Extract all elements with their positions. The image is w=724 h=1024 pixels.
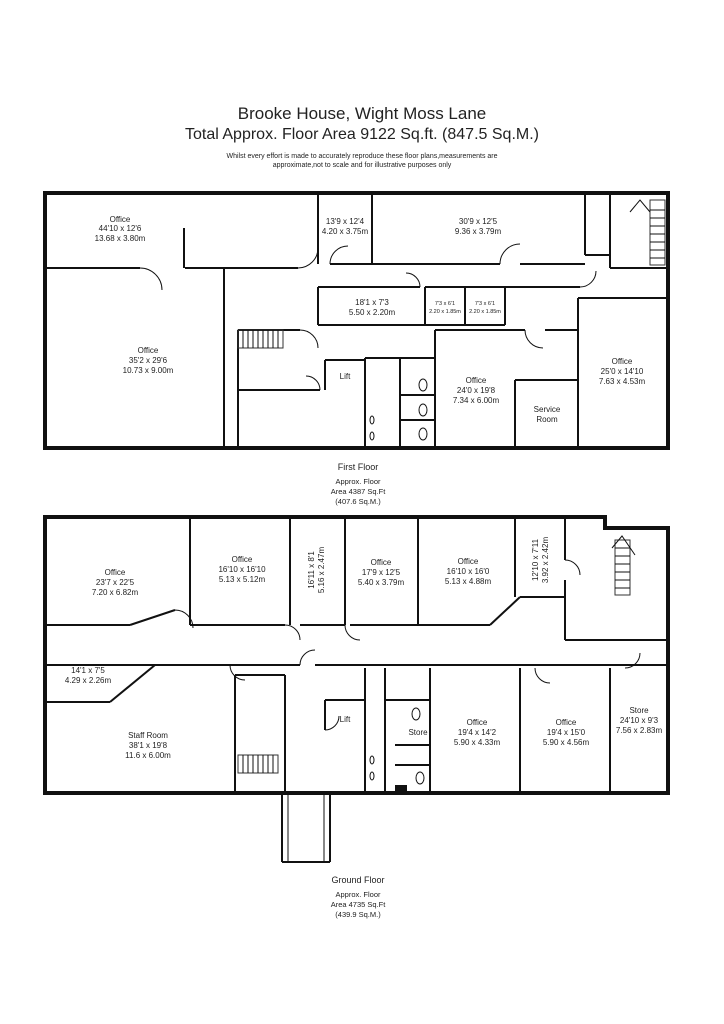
- ff-room-d-imperial: 18'1 x 7'3: [355, 298, 389, 307]
- gf-room-g-metric: 4.29 x 2.26m: [65, 676, 112, 685]
- ff-office-a-imperial: 44'10 x 12'6: [99, 224, 142, 233]
- ground-floor-stairs: [237, 535, 636, 774]
- total-floor-area: Total Approx. Floor Area 9122 Sq.ft. (84…: [185, 126, 539, 143]
- ff-office-i-metric: 7.63 x 4.53m: [599, 377, 646, 386]
- first-floor-plan: Office 44'10 x 12'6 13.68 x 3.80m 13'9 x…: [43, 191, 670, 506]
- gf-office-e-metric: 5.13 x 4.88m: [445, 577, 492, 586]
- ground-floor-area-line2: Area 4735 Sq.Ft: [331, 900, 387, 909]
- page-title: Brooke House, Wight Moss Lane: [237, 104, 487, 123]
- ff-office-h-imperial: 24'0 x 19'8: [457, 386, 496, 395]
- gf-office-d-name: Office: [371, 558, 392, 567]
- gf-office-h-name: Office: [467, 718, 488, 727]
- gf-office-d-imperial: 17'9 x 12'5: [362, 568, 401, 577]
- first-floor-outer-wall: [43, 191, 670, 450]
- gf-store-name: Store: [629, 706, 649, 715]
- gf-office-i-metric: 5.90 x 4.56m: [543, 738, 590, 747]
- gf-lift-label: Lift: [340, 715, 351, 724]
- gf-store-imperial: 24'10 x 9'3: [620, 716, 659, 725]
- gf-room-g-imperial: 14'1 x 7'5: [71, 666, 105, 675]
- ff-office-h-name: Office: [466, 376, 487, 385]
- gf-office-b-metric: 5.13 x 5.12m: [219, 575, 266, 584]
- ff-office-g-name: Office: [138, 346, 159, 355]
- gf-room-f-imperial: 12'10 x 7'11: [531, 538, 540, 581]
- gf-office-b-imperial: 16'10 x 16'10: [218, 565, 266, 574]
- ff-office-a-metric: 13.68 x 3.80m: [95, 234, 146, 243]
- first-floor-wc-fixtures: [369, 378, 428, 441]
- ff-office-g-metric: 10.73 x 9.00m: [123, 366, 174, 375]
- gf-office-h-metric: 5.90 x 4.33m: [454, 738, 501, 747]
- gf-staff-room-name: Staff Room: [128, 731, 168, 740]
- disclaimer-line-2: approximate,not to scale and for illustr…: [272, 162, 452, 169]
- first-floor-interior-walls: [45, 193, 668, 448]
- gf-office-d-metric: 5.40 x 3.79m: [358, 578, 405, 587]
- first-floor-label: First Floor: [338, 462, 379, 472]
- ff-office-h-metric: 7.34 x 6.00m: [453, 396, 500, 405]
- first-floor-doors: [139, 243, 597, 391]
- gf-office-a-imperial: 23'7 x 22'5: [96, 578, 135, 587]
- ground-floor-wc-fixtures: [369, 707, 425, 791]
- ground-floor-entrance-porch: [281, 793, 331, 863]
- gf-store-small-label: Store: [408, 728, 428, 737]
- gf-office-a-metric: 7.20 x 6.82m: [92, 588, 139, 597]
- gf-room-f-metric: 3.92 x 2.42m: [541, 537, 550, 584]
- ff-room-b-imperial: 13'9 x 12'4: [326, 217, 365, 226]
- gf-room-c-metric: 5.16 x 2.47m: [317, 547, 326, 594]
- ground-floor-outer-wall: [43, 515, 670, 795]
- ground-floor-doors: [174, 559, 641, 731]
- gf-room-c-imperial: 16'11 x 8'1: [307, 551, 316, 589]
- ground-floor-plan: Office 23'7 x 22'5 7.20 x 6.82m Office 1…: [43, 515, 670, 919]
- ff-room-c-metric: 9.36 x 3.79m: [455, 227, 502, 236]
- gf-office-a-name: Office: [105, 568, 126, 577]
- ff-room-f-imperial: 7'3 x 6'1: [475, 301, 495, 307]
- first-floor-area-line2: Area 4387 Sq.Ft: [331, 487, 387, 496]
- gf-office-h-imperial: 19'4 x 14'2: [458, 728, 497, 737]
- gf-office-b-name: Office: [232, 555, 253, 564]
- ff-office-i-name: Office: [612, 357, 633, 366]
- gf-staff-room-imperial: 38'1 x 19'8: [129, 741, 168, 750]
- first-floor-area-line1: Approx. Floor: [335, 477, 381, 486]
- ff-room-d-metric: 5.50 x 2.20m: [349, 308, 396, 317]
- ground-floor-area-line1: Approx. Floor: [335, 890, 381, 899]
- first-floor-stairs: [237, 199, 666, 349]
- ff-room-e-metric: 2.20 x 1.85m: [429, 309, 461, 315]
- gf-office-e-name: Office: [458, 557, 479, 566]
- gf-office-i-imperial: 19'4 x 15'0: [547, 728, 586, 737]
- gf-store-metric: 7.56 x 2.83m: [616, 726, 663, 735]
- gf-office-i-name: Office: [556, 718, 577, 727]
- ff-service-room-line1: Service: [534, 405, 561, 414]
- ff-room-c-imperial: 30'9 x 12'5: [459, 217, 498, 226]
- ff-room-f-metric: 2.20 x 1.85m: [469, 309, 501, 315]
- ff-office-i-imperial: 25'0 x 14'10: [601, 367, 644, 376]
- ff-room-b-metric: 4.20 x 3.75m: [322, 227, 369, 236]
- gf-office-e-imperial: 16'10 x 16'0: [447, 567, 490, 576]
- ff-service-room-line2: Room: [536, 415, 558, 424]
- first-floor-area-line3: (407.6 Sq.M.): [335, 497, 381, 506]
- gf-staff-room-metric: 11.6 x 6.00m: [125, 751, 171, 760]
- ff-office-a-name: Office: [110, 215, 131, 224]
- ff-room-e-imperial: 7'3 x 6'1: [435, 301, 455, 307]
- ground-floor-interior-walls: [45, 517, 668, 793]
- disclaimer-line-1: Whilst every effort is made to accuratel…: [226, 153, 498, 160]
- ff-lift-label: Lift: [340, 372, 351, 381]
- ff-office-g-imperial: 35'2 x 29'6: [129, 356, 168, 365]
- ground-floor-area-line3: (439.9 Sq.M.): [335, 910, 381, 919]
- ground-floor-label: Ground Floor: [331, 875, 384, 885]
- disclaimer: Whilst every effort is made to accuratel…: [0, 152, 724, 170]
